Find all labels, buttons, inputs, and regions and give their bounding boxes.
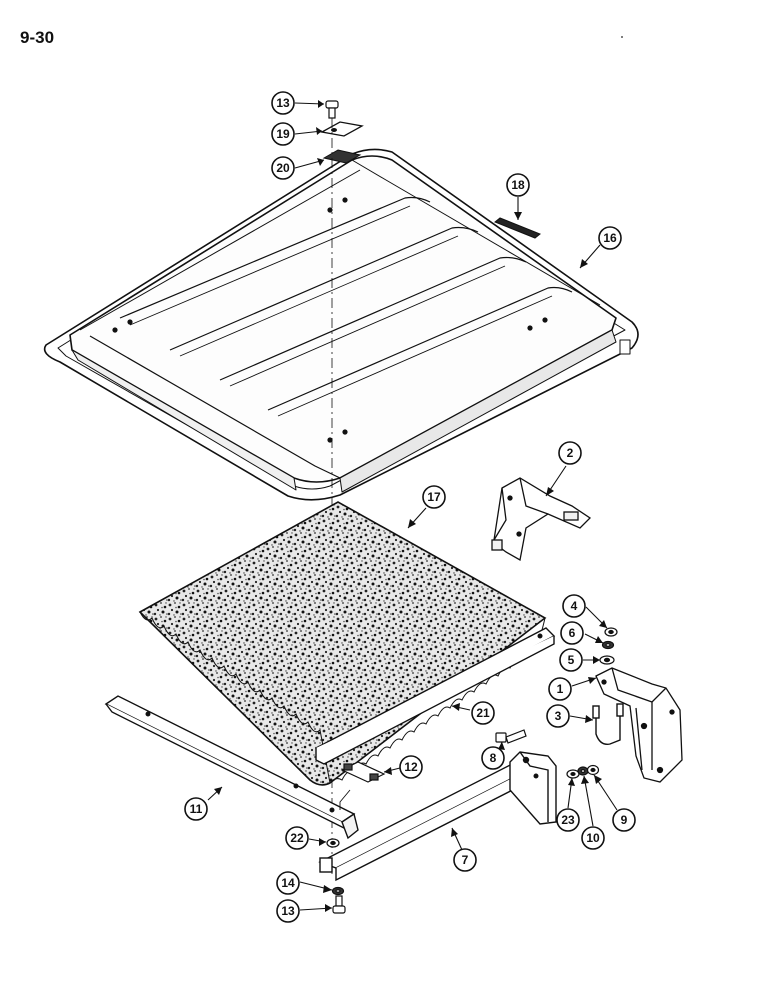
callout-13-top: 13 (271, 91, 295, 115)
callout-8: 8 (481, 746, 505, 770)
scan-speck (621, 36, 623, 38)
callout-12: 12 (399, 755, 423, 779)
callout-label: 7 (462, 853, 469, 867)
callout-22: 22 (285, 826, 309, 850)
part-8-bolt (495, 729, 527, 744)
callout-11: 11 (184, 797, 208, 821)
part-7-support-arm (318, 751, 557, 882)
part-9-nut (586, 764, 600, 776)
part-18-strip (494, 217, 541, 239)
callout-10: 10 (581, 826, 605, 850)
callout-label: 17 (427, 490, 441, 504)
part-12-clip (339, 761, 386, 810)
callout-label: 20 (276, 161, 290, 175)
part-13-bolt-bottom (332, 895, 346, 914)
callout-label: 21 (476, 706, 490, 720)
page-number: 9-30 (20, 28, 55, 47)
callout-19: 19 (271, 122, 295, 146)
part-2-bracket (491, 477, 592, 562)
callout-label: 5 (568, 653, 575, 667)
callout-23: 23 (556, 808, 580, 832)
callout-21: 21 (471, 701, 495, 725)
callout-label: 6 (569, 626, 576, 640)
callout-label: 23 (561, 813, 575, 827)
part-4-nut (604, 627, 618, 637)
callout-label: 16 (603, 231, 617, 245)
callout-7: 7 (453, 848, 477, 872)
callout-4: 4 (562, 594, 586, 618)
part-5-washer (599, 655, 615, 665)
callout-label: 4 (571, 599, 578, 613)
callout-label: 14 (281, 876, 295, 890)
part-11-rail (104, 695, 359, 840)
callout-label: 9 (621, 813, 628, 827)
leader-arrowheads (214, 100, 607, 912)
callout-16: 16 (598, 226, 622, 250)
part-19-plate (320, 121, 364, 137)
callout-label: 10 (586, 831, 600, 845)
callout-18: 18 (506, 173, 530, 197)
part-20-pad (322, 149, 362, 164)
callout-label: 22 (290, 831, 304, 845)
callout-14: 14 (276, 871, 300, 895)
callout-label: 13 (276, 96, 290, 110)
part-1-bracket (595, 667, 683, 783)
part-21-strip (314, 627, 556, 765)
callout-20: 20 (271, 156, 295, 180)
callout-17: 17 (422, 485, 446, 509)
callout-label: 8 (490, 751, 497, 765)
callout-9: 9 (612, 808, 636, 832)
callout-label: 2 (567, 446, 574, 460)
callout-label: 1 (557, 682, 564, 696)
callout-1: 1 (548, 677, 572, 701)
part-10-lockwasher (577, 766, 589, 776)
callout-5: 5 (559, 648, 583, 672)
callout-label: 18 (511, 178, 525, 192)
callout-label: 13 (281, 904, 295, 918)
callout-label: 19 (276, 127, 290, 141)
roof-panel (43, 148, 639, 501)
callout-label: 12 (404, 760, 418, 774)
callout-label: 11 (190, 802, 203, 816)
part-23-washer (566, 769, 580, 779)
callout-label: 3 (555, 709, 562, 723)
part-22-nut (326, 838, 340, 848)
part-14-washer (331, 886, 345, 896)
part-6-lockwasher (601, 640, 615, 650)
callout-3: 3 (546, 704, 570, 728)
part-13-bolt-top (325, 100, 339, 119)
part-3-u-bolt (592, 703, 624, 745)
callout-6: 6 (560, 621, 584, 645)
callout-13-bottom: 13 (276, 899, 300, 923)
callout-2: 2 (558, 441, 582, 465)
